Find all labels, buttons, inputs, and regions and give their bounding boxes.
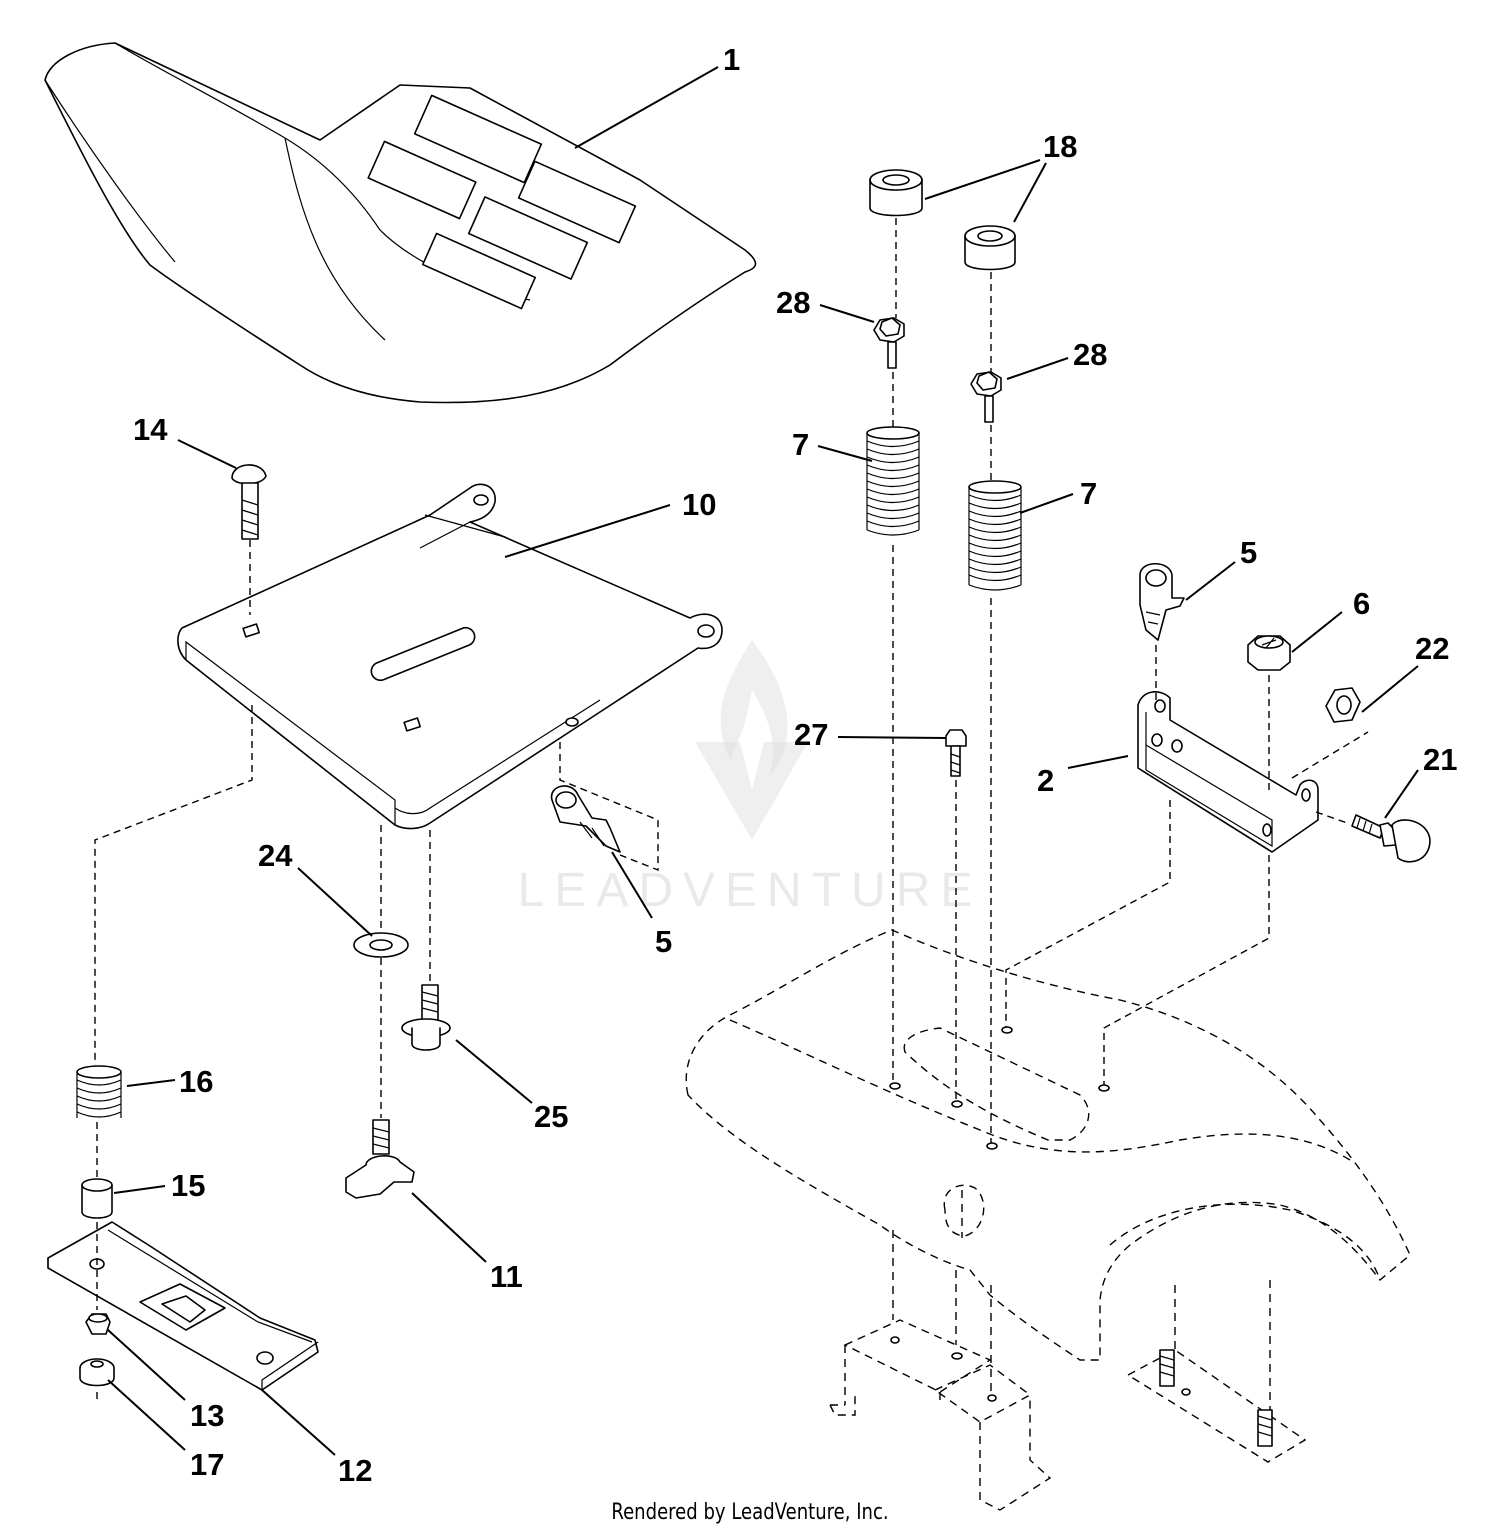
leadventure-watermark: LEADVENTURE	[518, 640, 983, 917]
clip-lower	[550, 785, 621, 853]
watermark-text: LEADVENTURE	[518, 864, 983, 917]
callout-5-upper: 5	[1240, 535, 1257, 570]
spacer-right	[964, 225, 1016, 271]
callout-21: 21	[1423, 742, 1457, 777]
flange-bolt	[401, 984, 451, 1051]
hex-bolt	[945, 729, 967, 777]
wing-knob	[345, 1119, 415, 1199]
callout-13: 13	[190, 1398, 224, 1433]
nut-small	[85, 1313, 111, 1335]
phantom-fender	[685, 929, 1411, 1511]
seat	[44, 42, 757, 404]
flat-washer	[353, 932, 409, 958]
callout-10: 10	[682, 487, 716, 522]
callout-labels: 1 18 28 28 14 10 7 7 5 6 22 27 2 21 24 5…	[133, 42, 1457, 1488]
callout-17: 17	[190, 1447, 224, 1482]
callout-2: 2	[1037, 763, 1054, 798]
small-spring	[76, 1065, 122, 1118]
carriage-bolt	[231, 464, 267, 540]
leader-lines	[107, 66, 1419, 1456]
callout-24: 24	[258, 838, 293, 873]
small-spacer	[81, 1178, 113, 1219]
callout-5-lower: 5	[655, 924, 672, 959]
spring-left	[866, 426, 920, 536]
footer-credit: Rendered by LeadVenture, Inc.	[611, 1500, 889, 1525]
spring-right	[968, 480, 1022, 591]
callout-7-right: 7	[1080, 476, 1097, 511]
flange-nut	[79, 1358, 115, 1387]
hex-nut	[1325, 687, 1361, 723]
callout-11: 11	[490, 1259, 523, 1294]
callout-27: 27	[794, 717, 828, 752]
callout-6: 6	[1353, 586, 1370, 621]
shoulder-bolt	[1351, 814, 1431, 863]
seat-pan	[177, 483, 723, 830]
callout-14: 14	[133, 412, 168, 447]
clip-upper	[1139, 562, 1185, 641]
callout-12: 12	[338, 1453, 372, 1488]
callout-7-left: 7	[792, 427, 809, 462]
callout-18: 18	[1043, 129, 1077, 164]
lock-nut	[1247, 635, 1291, 671]
callout-16: 16	[179, 1064, 213, 1099]
screw-right	[970, 371, 1002, 423]
bracket	[1137, 691, 1319, 853]
callout-28-left: 28	[776, 285, 810, 320]
adjustment-plate	[47, 1221, 319, 1391]
assembly-lines	[94, 218, 1369, 1400]
callout-15: 15	[171, 1168, 205, 1203]
callout-1: 1	[723, 42, 740, 77]
spacer-left	[869, 169, 923, 217]
screw-left	[873, 317, 905, 369]
callout-28-right: 28	[1073, 337, 1107, 372]
callout-22: 22	[1415, 631, 1449, 666]
callout-25: 25	[534, 1099, 568, 1134]
